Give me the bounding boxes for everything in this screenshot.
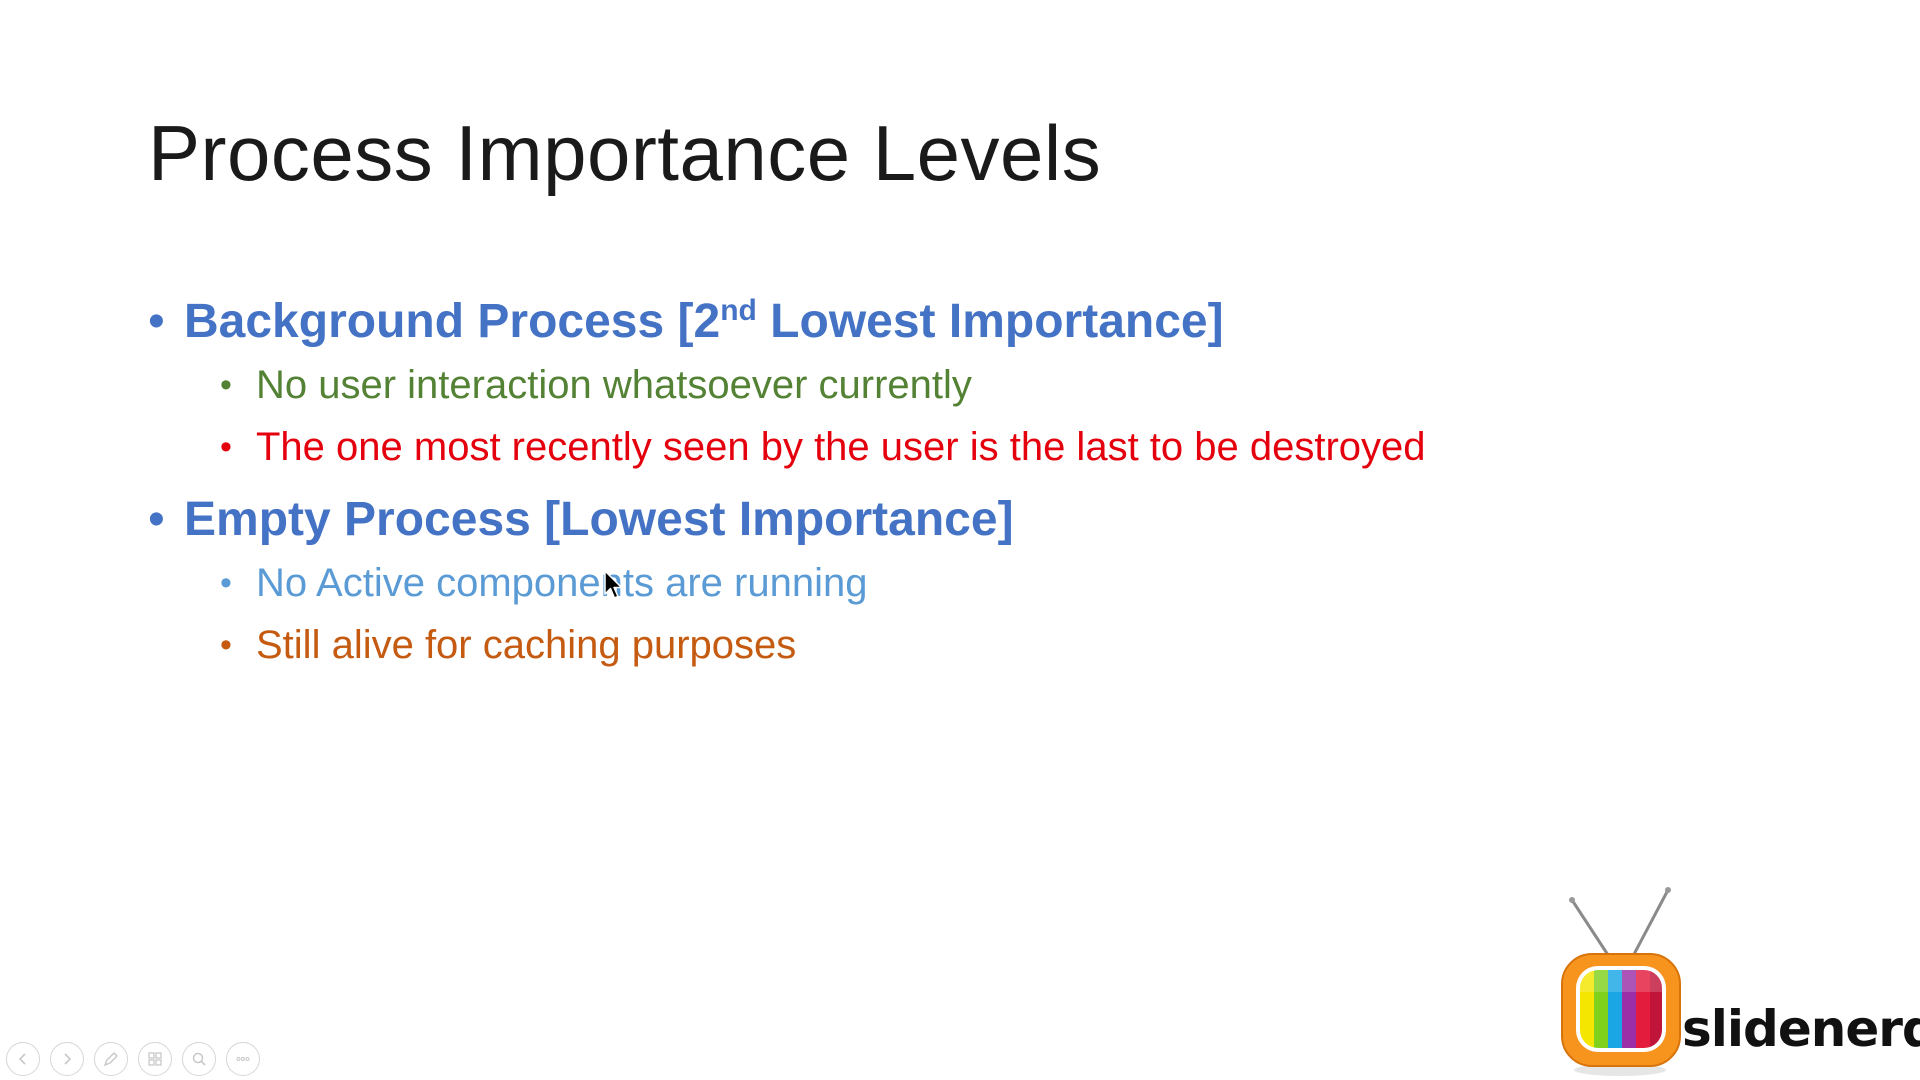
bullet-superscript: nd [720, 294, 757, 327]
bullet-text-rest: Lowest Importance] [756, 295, 1224, 348]
subbullet-text: No Active components are running [256, 561, 868, 605]
subbullet-most-recently-seen: • The one most recently seen by the user… [148, 416, 1648, 478]
slide-title: Process Importance Levels [148, 109, 1102, 197]
subbullet-text: Still alive for caching purposes [256, 623, 797, 667]
previous-icon [18, 1053, 26, 1065]
see-all-slides-button[interactable] [138, 1042, 172, 1076]
bullet-marker: • [220, 564, 232, 602]
bullet-marker: • [220, 626, 232, 664]
next-icon [64, 1053, 72, 1065]
bullet-marker: • [220, 428, 232, 466]
slidenerd-tv-logo-icon [1561, 887, 1681, 1076]
subbullet-still-alive: • Still alive for caching purposes [148, 614, 1648, 676]
subbullet-text: The one most recently seen by the user i… [256, 425, 1426, 469]
subbullet-text: No user interaction whatsoever currently [256, 363, 972, 407]
subbullet-no-user-interaction: • No user interaction whatsoever current… [148, 354, 1648, 416]
bullet-text: Background Process [2 [184, 295, 721, 348]
mouse-cursor-icon [604, 570, 623, 599]
pen-icon [103, 1052, 118, 1067]
bullet-marker: • [148, 295, 165, 348]
presenter-toolbar [6, 1042, 260, 1076]
more-icon [236, 1057, 250, 1061]
previous-slide-button[interactable] [6, 1042, 40, 1076]
bullet-marker: • [148, 493, 165, 546]
slides-grid-icon [148, 1052, 162, 1066]
more-options-button[interactable] [226, 1042, 260, 1076]
subbullet-no-active-components: • No Active components are running [148, 552, 1648, 614]
bullet-text: Empty Process [Lowest Importance] [184, 493, 1014, 546]
pen-tool-button[interactable] [94, 1042, 128, 1076]
zoom-icon [192, 1052, 206, 1066]
zoom-button[interactable] [182, 1042, 216, 1076]
bullet-empty-process: • Empty Process [Lowest Importance] [148, 488, 1648, 552]
bullet-marker: • [220, 366, 232, 404]
bullet-list: • Background Process [2nd Lowest Importa… [148, 290, 1648, 676]
slidenerd-logo-text: slidenerd [1682, 1000, 1920, 1058]
bullet-background-process: • Background Process [2nd Lowest Importa… [148, 290, 1648, 354]
next-slide-button[interactable] [50, 1042, 84, 1076]
